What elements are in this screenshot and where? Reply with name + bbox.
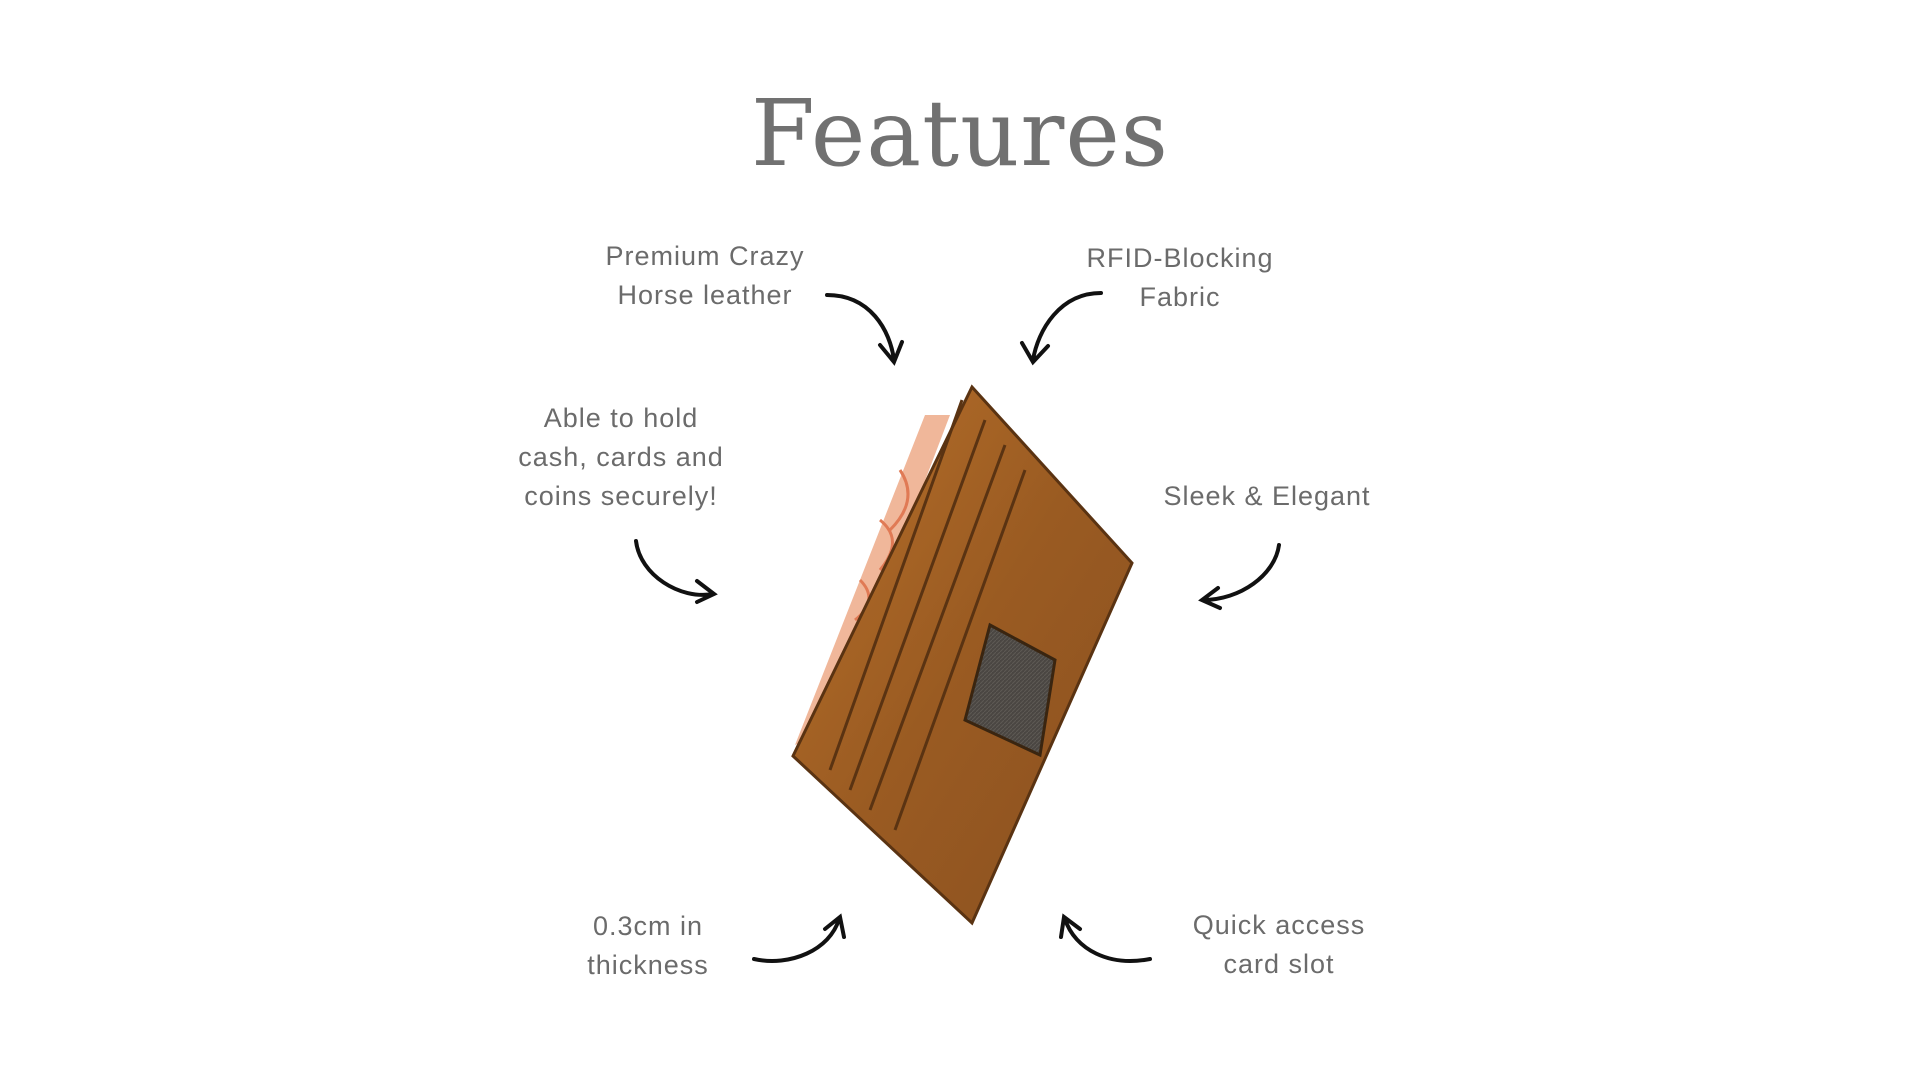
arrow-icon — [752, 913, 846, 963]
arrow-icon — [1198, 543, 1281, 610]
feature-line: card slot — [1223, 949, 1335, 979]
arrows — [634, 291, 1281, 963]
arrow-icon — [1059, 913, 1152, 963]
feature-line: thickness — [587, 950, 709, 980]
feature-line: Fabric — [1139, 282, 1221, 312]
feature-line: 0.3cm in — [592, 911, 704, 941]
feature-leather: Premium Crazy Horse leather — [545, 237, 865, 315]
arrow-icon — [1020, 291, 1103, 366]
feature-line: RFID-Blocking — [1086, 243, 1274, 273]
feature-line: Quick access — [1192, 910, 1366, 940]
arrow-icon — [634, 539, 718, 604]
feature-thickness: 0.3cm in thickness — [488, 907, 808, 985]
feature-rfid: RFID-Blocking Fabric — [1020, 239, 1340, 317]
banknote — [795, 415, 950, 745]
id-window — [963, 622, 1057, 758]
arrow-icon — [825, 293, 904, 366]
feature-line: coins securely! — [524, 481, 718, 511]
feature-line: cash, cards and — [518, 442, 724, 472]
wallet-image — [791, 384, 1134, 926]
feature-line: Horse leather — [617, 280, 793, 310]
feature-quick-access: Quick access card slot — [1119, 906, 1439, 984]
feature-line: Premium Crazy — [605, 241, 805, 271]
page-title: Features — [751, 80, 1169, 187]
feature-line: Able to hold — [543, 403, 699, 433]
feature-capacity: Able to hold cash, cards and coins secur… — [461, 399, 781, 516]
feature-sleek: Sleek & Elegant — [1107, 477, 1427, 516]
feature-line: Sleek & Elegant — [1163, 481, 1371, 511]
